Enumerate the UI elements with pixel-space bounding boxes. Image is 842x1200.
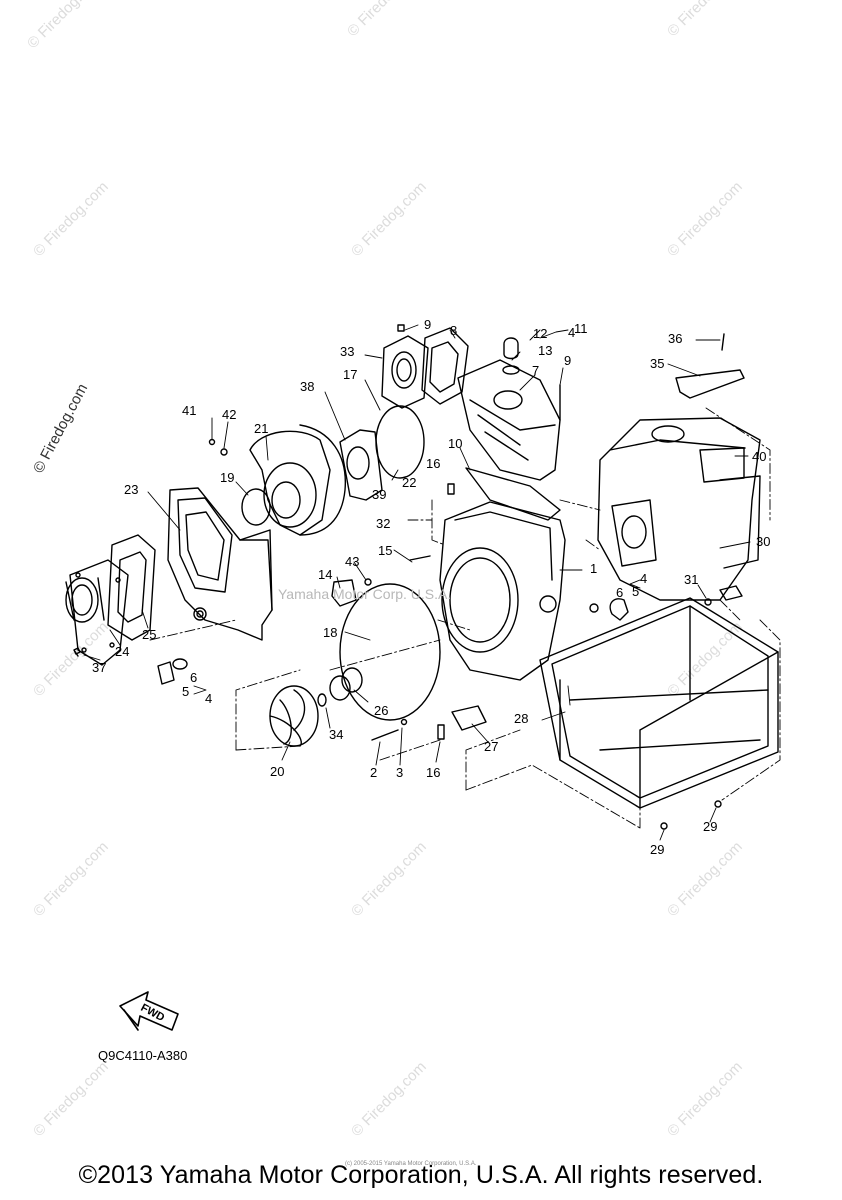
part-3 [400,718,408,726]
discharge-flange-33 [381,335,429,409]
part-label-4: 4 [640,571,648,586]
part-label-8: 8 [450,323,458,338]
part-label-21: 21 [254,421,269,436]
part-label-11: 11 [574,321,588,336]
engine-40 [597,417,761,601]
diagram-code: Q9C4110-A380 [98,1048,188,1063]
part-label-3: 3 [396,765,404,780]
part-label-6: 6 [616,585,624,600]
part-label-35: 35 [650,356,665,371]
part-label-1: 1 [590,561,598,576]
gasket-8 [421,327,469,405]
part-label-32: 32 [376,516,391,531]
part-label-39: 39 [372,487,387,502]
oring-17 [375,405,425,479]
part-label-2: 2 [370,765,378,780]
part-label-26: 26 [374,703,389,718]
part-label-5: 5 [182,684,190,699]
part-label-9: 9 [564,353,572,368]
part-label-23: 23 [124,482,139,497]
cap-12 [503,337,519,360]
bolt-9 [397,324,405,332]
part-label-18: 18 [323,625,338,640]
tank-7 [457,359,561,481]
pump-casing-23 [167,487,273,641]
part-label-6: 6 [190,670,198,685]
part-label-25: 25 [142,627,157,642]
part-label-40: 40 [752,449,767,464]
fwd-arrow [119,991,179,1031]
part-label-33: 33 [340,344,355,359]
part-label-7: 7 [532,363,540,378]
pump-body-1 [439,501,566,681]
gasket-25-inner [117,551,147,623]
part-31 [719,585,743,601]
impeller-20 [269,685,319,747]
oring-19 [241,488,271,526]
gasket-10 [465,467,561,521]
part-label-24: 24 [115,644,130,659]
stud-15 [409,555,431,561]
part-label-29: 29 [650,842,665,857]
bracket-35 [675,369,745,399]
plate-38 [339,429,383,501]
copyright-notice: ©2013 Yamaha Motor Corporation, U.S.A. A… [78,1161,764,1189]
part-label-16: 16 [426,456,441,471]
part-label-19: 19 [220,470,235,485]
oring-18 [339,583,441,721]
part-14 [331,579,357,607]
nut-29 [660,822,668,830]
frame-28 [539,597,779,809]
part-label-17: 17 [343,367,358,382]
part-label-36: 36 [668,331,683,346]
bolt-37 [73,647,81,657]
part-label-27: 27 [484,739,499,754]
part-label-9: 9 [424,317,432,332]
oring-6 [172,658,188,670]
bolt-36 [721,333,725,351]
part-label-29: 29 [703,819,718,834]
drain-2 [371,729,399,741]
part-label-4: 4 [205,691,213,706]
part-label-16: 16 [426,765,441,780]
oring-13 [502,365,520,375]
bracket-27 [451,705,487,731]
part-label-13: 13 [538,343,553,358]
part-label-22: 22 [402,475,417,490]
part-6-right [609,598,629,621]
washer-42 [220,448,228,456]
part-label-14: 14 [318,567,333,582]
part-label-28: 28 [514,711,529,726]
part-label-11: 4 [568,325,576,340]
part-label-37: 37 [92,660,107,675]
bolt-16b [437,724,445,740]
volute-21 [249,424,346,536]
part-label-20: 20 [270,764,285,779]
part-label-34: 34 [329,727,344,742]
part-label-41: 41 [182,403,197,418]
part-label-31: 31 [684,572,699,587]
small-print: (c) 2005-2015 Yamaha Motor Corporation, … [345,1161,477,1167]
part-label-10: 10 [448,436,463,451]
part-34 [317,693,327,707]
part-label-42: 42 [222,407,237,422]
part-5 [157,661,175,685]
part-label-12: 12 [533,326,548,341]
body-imprint-text: Yamaha Motor Corp. U.S.A. [278,586,452,602]
part-43 [364,578,372,586]
part-label-38: 38 [300,379,315,394]
part-label-43: 43 [345,554,360,569]
seal-26 [329,675,351,701]
part-label-15: 15 [378,543,393,558]
nut-29b [714,800,722,808]
bolt-16 [447,483,455,495]
suction-flange-part [65,559,129,666]
gasket-25 [107,534,156,641]
part-label-30: 30 [756,534,771,549]
part-label-5: 5 [632,584,640,599]
